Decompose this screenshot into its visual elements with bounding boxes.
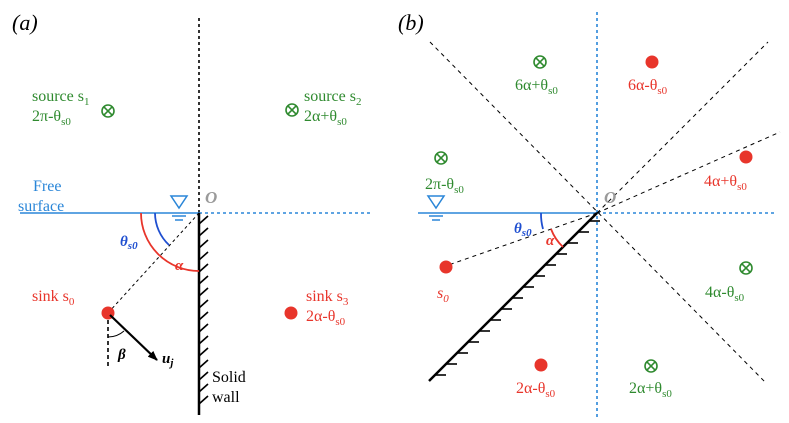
panel-b: (b) bbox=[398, 10, 781, 418]
source-image-4a-minus-marker bbox=[739, 261, 753, 275]
sink-image-2a-minus-label: 2α-θs0 bbox=[516, 380, 556, 400]
theta-label-a: θs0 bbox=[120, 234, 138, 252]
source-image-2a-plus-marker bbox=[644, 359, 658, 373]
sink-s0-marker-b bbox=[439, 260, 453, 274]
sink-image-2a-minus-marker bbox=[534, 358, 548, 372]
theta-arc bbox=[154, 212, 170, 246]
sink-s0-label-b: s0 bbox=[437, 285, 449, 305]
source-image-6a-plus-marker bbox=[533, 55, 547, 69]
beta-arc bbox=[107, 330, 125, 338]
source-image-4a-minus-label: 4α-θs0 bbox=[705, 284, 745, 304]
sink-image-4a-plus-label: 4α+θs0 bbox=[704, 173, 747, 193]
free-surface-label-line1: Free bbox=[33, 178, 61, 195]
panel-b-label: (b) bbox=[398, 10, 424, 35]
alpha-label-b: α bbox=[546, 233, 555, 249]
wall-hatching bbox=[198, 215, 209, 405]
origin-label-b: O bbox=[604, 188, 616, 207]
sink-s3-angle: 2α-θs0 bbox=[306, 308, 346, 328]
source-s1-label: source s1 bbox=[32, 88, 89, 108]
source-s2-label: source s2 bbox=[304, 88, 361, 108]
solid-wall-label-line2: wall bbox=[212, 389, 240, 406]
water-level-symbol-b bbox=[426, 195, 446, 221]
sink-image-6a-minus-marker bbox=[645, 55, 659, 69]
theta-label-b: θs0 bbox=[514, 221, 532, 239]
sloped-wall-line bbox=[428, 212, 598, 382]
source-s1-angle: 2π-θs0 bbox=[32, 108, 71, 128]
sink-image-4a-plus-marker bbox=[739, 150, 753, 164]
sink-image-6a-minus-label: 6α-θs0 bbox=[628, 77, 668, 97]
origin-label-a: O bbox=[205, 188, 217, 207]
velocity-arrow bbox=[109, 314, 158, 361]
sink-s0-label: sink s0 bbox=[32, 288, 75, 308]
sloped-wall-hatching bbox=[435, 220, 600, 376]
sink-s0-ray bbox=[107, 212, 200, 314]
beta-label: β bbox=[117, 347, 126, 363]
panel-a: (a) bbox=[12, 10, 372, 415]
source-s1-marker bbox=[101, 104, 115, 118]
source-image-2a-plus-label: 2α+θs0 bbox=[629, 380, 672, 400]
source-image-2pi-label: 2π-θs0 bbox=[425, 176, 464, 196]
panel-a-label: (a) bbox=[12, 10, 38, 35]
source-s2-angle: 2α+θs0 bbox=[304, 108, 347, 128]
alpha-arc bbox=[140, 212, 200, 272]
source-image-2pi-marker bbox=[434, 151, 448, 165]
free-surface-label-line2: surface bbox=[18, 198, 64, 215]
alpha-arc-b bbox=[550, 228, 564, 248]
velocity-label: uj bbox=[162, 351, 174, 369]
theta-arc-b bbox=[540, 212, 544, 230]
alpha-label-a: α bbox=[175, 258, 184, 274]
water-level-symbol bbox=[169, 195, 189, 221]
sink-s3-marker bbox=[284, 306, 298, 320]
image-plane-lines bbox=[429, 41, 781, 383]
solid-wall-label-line1: Solid bbox=[212, 369, 246, 386]
source-s2-marker bbox=[285, 103, 299, 117]
source-image-6a-plus-label: 6α+θs0 bbox=[515, 77, 558, 97]
sink-s3-label: sink s3 bbox=[306, 288, 349, 308]
